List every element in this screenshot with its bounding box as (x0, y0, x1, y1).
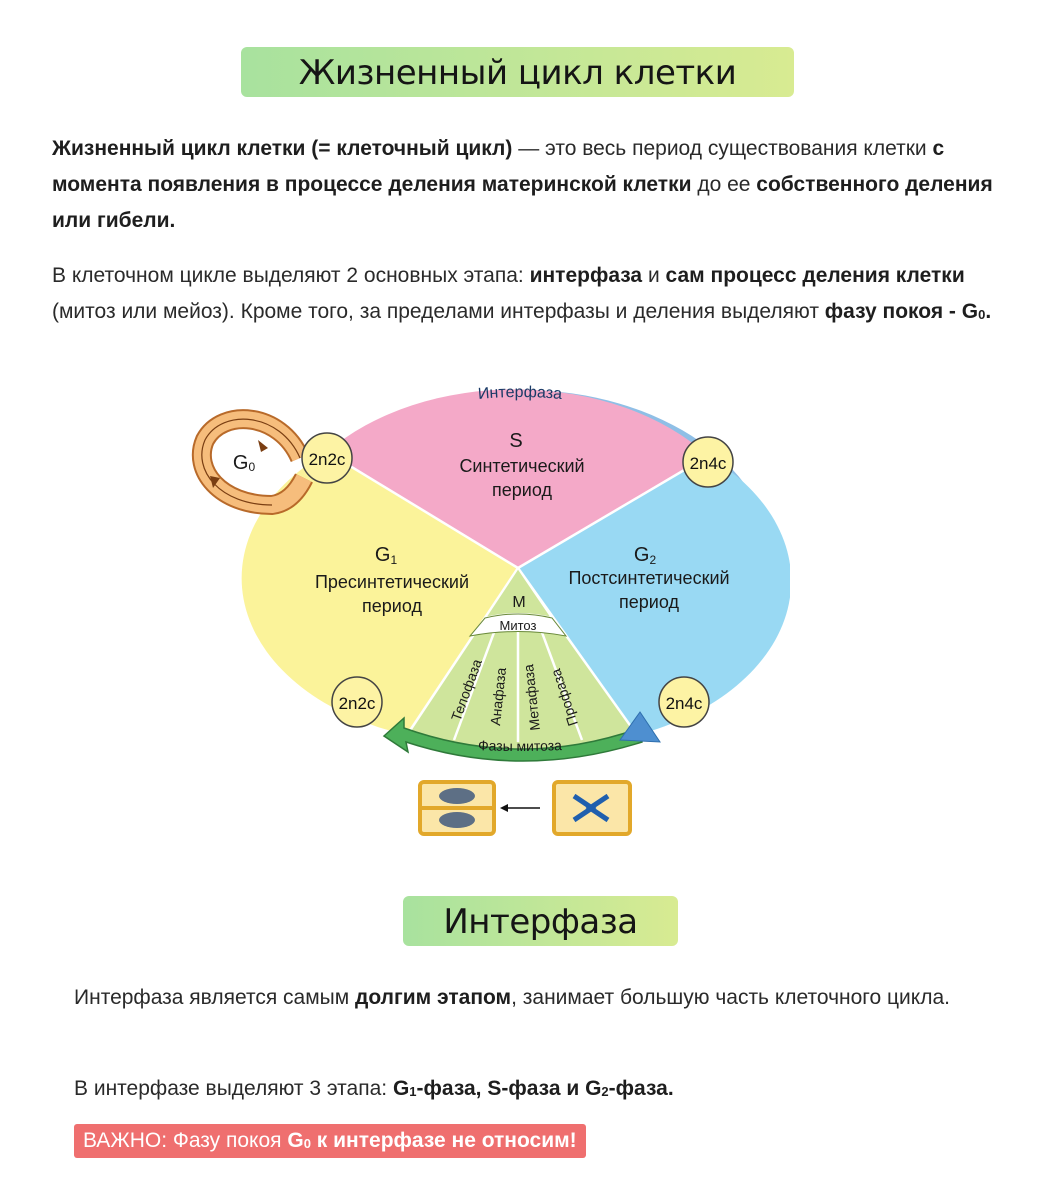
stages-text-3: (митоз или мейоз). Кроме того, за предел… (52, 300, 825, 323)
stages-text-1: В клеточном цикле выделяют 2 основных эт… (52, 264, 530, 287)
stages-bold-3-sub: 0 (978, 307, 986, 323)
circle-bottom-left-label: 2n2c (339, 694, 376, 713)
warning-bold: G0 к интерфазе не относим! (287, 1129, 576, 1152)
interphase-p1-bold: долгим этапом (355, 986, 512, 1009)
g0-label: G0 (233, 452, 256, 474)
g0-subscript: 0 (248, 460, 255, 474)
interphase-paragraph-1: Интерфаза является самым долгим этапом, … (74, 980, 1024, 1016)
cell-cycle-diagram: G0 2n2c 2n4c 2n2c 2n4c Интерфаза S Синте… (191, 384, 790, 836)
phase-metaphase: Метафаза (520, 663, 543, 731)
interphase-p2-mid: -фаза, S-фаза и G (416, 1077, 602, 1100)
g2-letter: G2 (634, 544, 657, 567)
interphase-p2-g: G (392, 1077, 410, 1100)
mitosis-label: Митоз (500, 618, 537, 633)
interphase-p2-sub2: 2 (601, 1084, 609, 1100)
interphase-p2-end: -фаза. (608, 1077, 674, 1100)
intro-text-1: — это весь период существования клетки (512, 137, 933, 160)
intro-text-2: до ее (691, 173, 757, 196)
interphase-p1-text-1: Интерфаза является самым (74, 986, 356, 1009)
warning-text: ВАЖНО: Фазу покоя (83, 1129, 288, 1152)
circle-top-right (682, 436, 734, 488)
s-sector (327, 389, 708, 568)
g2-sector (518, 456, 790, 735)
stages-bold-3-text: фазу покоя - G (824, 300, 979, 323)
phase-anaphase: Анафаза (487, 667, 509, 727)
g2-name-1: Постсинтетический (568, 568, 729, 588)
stages-text-2: и (642, 264, 666, 287)
g2-letter-g: G (634, 544, 650, 566)
warning-sub: 0 (303, 1136, 311, 1152)
stages-bold-1: интерфаза (529, 264, 643, 287)
intro-bold-2: с момента появления в процессе деления м… (52, 137, 945, 196)
circle-bottom-left (331, 676, 383, 728)
stages-paragraph: В клеточном цикле выделяют 2 основных эт… (52, 258, 1022, 332)
g1-letter: G1 (375, 544, 398, 567)
circle-top-left (301, 432, 353, 484)
s-letter: S (509, 430, 522, 452)
circle-bottom-right (658, 676, 710, 728)
g1-letter-g: G (375, 544, 391, 566)
warning-rest: к интерфазе не относим! (310, 1129, 577, 1152)
stages-bold-3: фазу покоя - G0. (825, 300, 991, 323)
mitosis-phases-label: Фазы митоза (478, 737, 563, 754)
ring-arrow-head (619, 711, 661, 743)
s-name-1: Синтетический (459, 456, 584, 476)
g0-letter: G (233, 452, 249, 474)
mitosis-band (468, 613, 568, 637)
g2-name-2: период (619, 592, 679, 612)
interphase-p2-bold: G1-фаза, S-фаза и G2-фаза. (393, 1077, 674, 1100)
interphase-p1-text-2: , занимает большую часть клеточного цикл… (511, 986, 950, 1009)
g1-name-2: период (362, 596, 422, 616)
g1-name-1: Пресинтетический (315, 572, 469, 592)
intro-paragraph: Жизненный цикл клетки (= клеточный цикл)… (52, 131, 1012, 239)
m-letter: M (512, 594, 525, 611)
interphase-ring-label: Интерфаза (477, 384, 563, 403)
important-warning: ВАЖНО: Фазу покоя G0 к интерфазе не отно… (74, 1124, 586, 1158)
interphase-p2-text: В интерфазе выделяют 3 этапа: (74, 1077, 393, 1100)
circle-bottom-right-label: 2n4c (666, 694, 703, 713)
intro-bold-1: Жизненный цикл клетки (= клеточный цикл) (52, 137, 513, 160)
interphase-p2-sub1: 1 (409, 1084, 417, 1100)
page-title: Жизненный цикл клетки (241, 47, 794, 97)
warning-g: G (287, 1129, 304, 1152)
g1-letter-sub: 1 (390, 553, 397, 567)
interphase-title: Интерфаза (403, 896, 678, 946)
g2-letter-sub: 2 (649, 553, 656, 567)
g1-sector (241, 452, 518, 735)
intro-bold-3: собственного деления или гибели. (52, 173, 993, 232)
circle-top-right-label: 2n4c (690, 454, 727, 473)
stages-bold-3-end: . (985, 300, 992, 323)
stages-bold-2: сам процесс деления клетки (665, 264, 965, 287)
dividing-cells-illustration (418, 780, 632, 836)
interphase-paragraph-2: В интерфазе выделяют 3 этапа: G1-фаза, S… (74, 1071, 1024, 1109)
arrow-left-icon (500, 804, 540, 812)
circle-top-left-label: 2n2c (309, 450, 346, 469)
mitosis-arrow (382, 716, 643, 762)
s-name-2: период (492, 480, 552, 500)
g0-loop (191, 409, 313, 516)
